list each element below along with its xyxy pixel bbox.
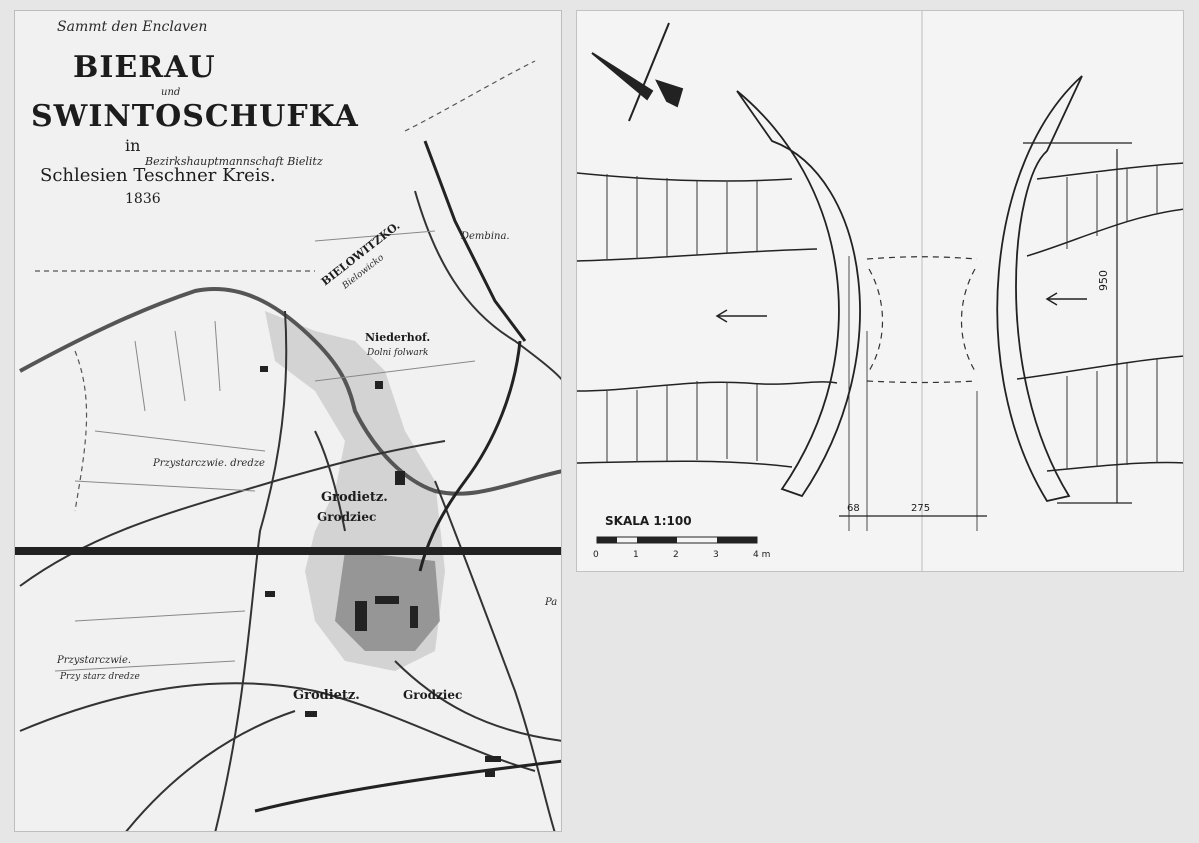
label-grodziec-2: Grodziec (403, 688, 462, 702)
label-grodietz-2: Grodietz. (293, 688, 360, 703)
scale-bar (596, 536, 758, 544)
map-region: Schlesien Teschner Kreis. (40, 165, 276, 186)
boundaries (35, 60, 536, 512)
river (19, 287, 561, 496)
right-channel-hatching (1066, 166, 1158, 469)
dimension-mid-label: 275 (911, 503, 930, 514)
fold-line (15, 547, 561, 555)
scale-tick-0: 0 (593, 550, 599, 560)
scale-tick-2: 2 (673, 550, 679, 560)
left-channel (577, 172, 838, 468)
label-niederhof: Niederhof. (365, 331, 430, 344)
map-title-connector: und (161, 87, 180, 98)
dimension-left-label: 68 (847, 503, 860, 514)
field-lines (54, 230, 476, 672)
label-przystarczwie-1: Przystarczwie. dredze (152, 458, 265, 469)
buildings (260, 366, 501, 777)
map-title-in: in (125, 136, 140, 155)
label-przystarczwie-2: Przystarczwie. (56, 655, 131, 666)
dimension-height-label: 950 (1097, 270, 1110, 291)
map-title-swintoschufka: SWINTOSCHUFKA (31, 99, 359, 134)
map-title-bierau: BIERAU (73, 50, 216, 85)
weir-diagram-panel: 950 68 275 SKALA 1:100 0 1 2 3 4 m (576, 10, 1184, 572)
flow-arrow-left-head (715, 309, 728, 323)
scale-tick-3: 3 (713, 550, 719, 560)
label-niederhof-alt: Dolni folwark (366, 348, 429, 358)
historical-map-panel: Sammt den Enclaven BIERAU und SWINTOSCHU… (14, 10, 562, 832)
right-arc-wall (996, 75, 1083, 503)
label-grodietz-1: Grodietz. (321, 490, 388, 505)
left-arc-wall (736, 90, 861, 498)
north-arrow-icon (591, 22, 684, 122)
roads (19, 190, 561, 831)
right-channel (1016, 162, 1183, 472)
weir-crest (866, 256, 978, 384)
dimension-bottom (839, 256, 987, 531)
map-drawing: Sammt den Enclaven BIERAU und SWINTOSCHU… (15, 19, 561, 831)
diagram-drawing: 950 68 275 SKALA 1:100 0 1 2 3 4 m (577, 11, 1183, 571)
scale-label: SKALA 1:100 (605, 514, 692, 528)
dimension-height (1023, 142, 1132, 504)
scale-tick-4: 4 m (753, 550, 770, 560)
label-dembina: Dembina. (460, 231, 510, 242)
scale-tick-1: 1 (633, 550, 639, 560)
left-channel-hatching (606, 174, 758, 462)
map-header-script: Sammt den Enclaven (57, 19, 207, 35)
map-subtitle-italic: Bezirkshauptmannschaft Bielitz (144, 155, 323, 168)
map-year: 1836 (125, 191, 161, 207)
flow-arrow-right-head (1045, 292, 1058, 306)
label-przystarczwie-2-alt: Przy starz dredze (59, 672, 140, 682)
label-pa-fragment: Pa (544, 597, 557, 608)
label-grodziec-1: Grodziec (317, 510, 376, 524)
